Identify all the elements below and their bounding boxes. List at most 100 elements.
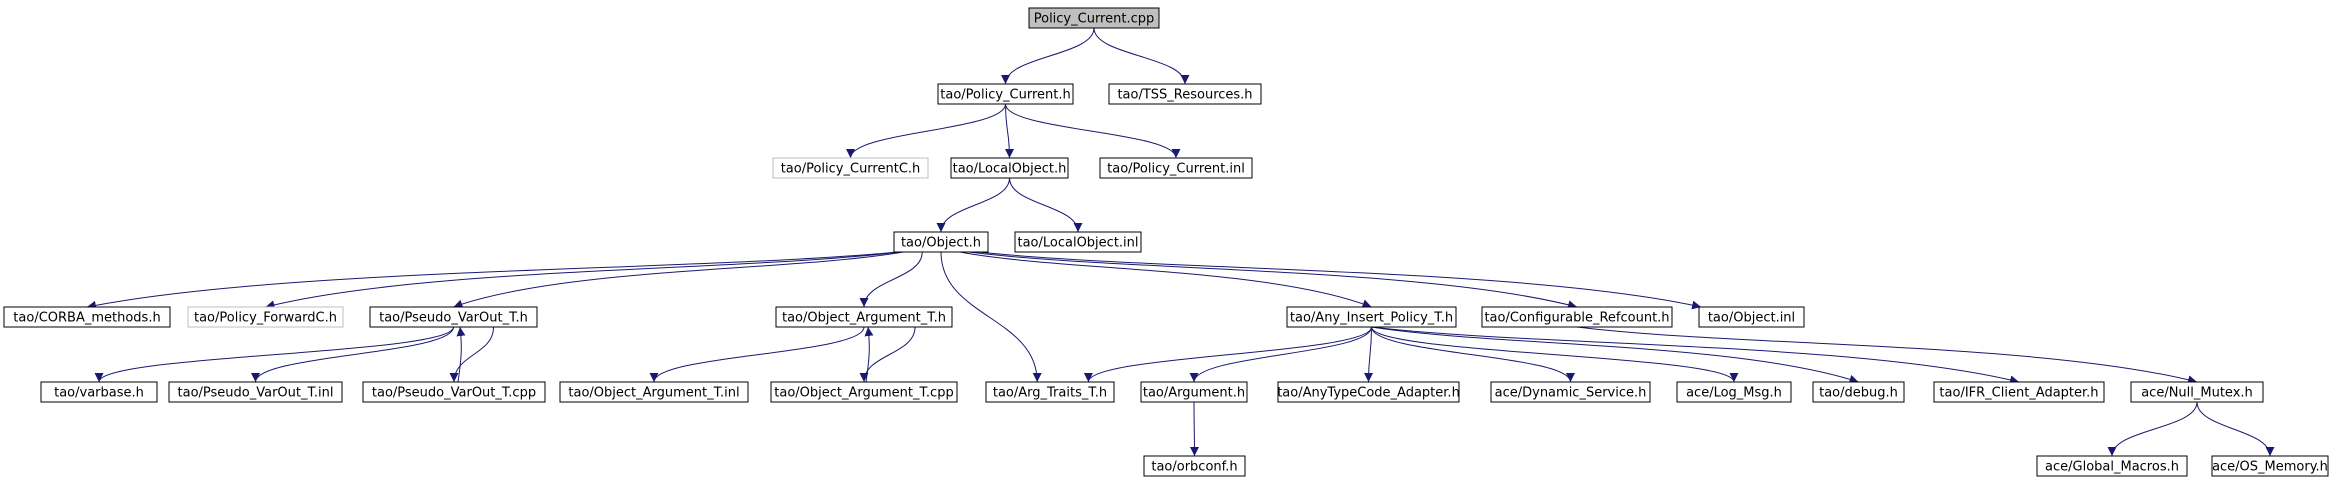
edge-object-argument-t-h-to-object-argument-t-inl bbox=[649, 326, 865, 383]
node-label: ace/Global_Macros.h bbox=[2045, 460, 2179, 475]
node-box bbox=[1014, 231, 1142, 253]
node-policy-forwardc-h: tao/Policy_ForwardC.h bbox=[187, 306, 344, 328]
edge-pseudo-varout-t-h-to-varbase-h bbox=[94, 326, 454, 383]
node-os-memory-h[interactable]: ace/OS_Memory.h bbox=[2211, 455, 2329, 477]
node-anytypecode-adapter-h[interactable]: tao/AnyTypeCode_Adapter.h bbox=[1277, 381, 1460, 403]
node-box bbox=[1108, 83, 1262, 105]
node-box bbox=[40, 381, 158, 403]
node-object-argument-t-inl[interactable]: tao/Object_Argument_T.inl bbox=[559, 381, 749, 403]
edge-object-h-to-object-inl bbox=[978, 251, 1702, 310]
node-label: tao/Object_Argument_T.h bbox=[782, 311, 946, 326]
edge-any-insert-policy-t-h-to-arg-traits-t-h bbox=[1083, 326, 1372, 383]
node-label: tao/Arg_Traits_T.h bbox=[993, 386, 1107, 401]
node-label: tao/orbconf.h bbox=[1151, 460, 1237, 475]
edge-any-insert-policy-t-h-to-dynamic-service-h bbox=[1371, 326, 1575, 383]
node-label: ace/Log_Msg.h bbox=[1686, 386, 1782, 401]
edge-object-h-to-policy-forwardc-h bbox=[265, 251, 900, 310]
node-argument-h[interactable]: tao/Argument.h bbox=[1140, 381, 1248, 403]
node-localobject-inl[interactable]: tao/LocalObject.inl bbox=[1014, 231, 1142, 253]
node-label: tao/Any_Insert_Policy_T.h bbox=[1290, 311, 1453, 326]
node-policy-current-cpp[interactable]: Policy_Current.cpp bbox=[1028, 7, 1160, 29]
node-box bbox=[770, 381, 958, 403]
node-label: ace/OS_Memory.h bbox=[2212, 460, 2328, 475]
edge-any-insert-policy-t-h-to-log-msg-h bbox=[1371, 326, 1739, 383]
node-box bbox=[893, 231, 989, 253]
edge-localobject-h-to-object-h bbox=[936, 177, 1010, 233]
node-box bbox=[2130, 381, 2264, 403]
node-arg-traits-t-h[interactable]: tao/Arg_Traits_T.h bbox=[985, 381, 1115, 403]
node-null-mutex-h[interactable]: ace/Null_Mutex.h bbox=[2130, 381, 2264, 403]
node-label: tao/Policy_Current.inl bbox=[1107, 162, 1245, 177]
node-pseudo-varout-t-h[interactable]: tao/Pseudo_VarOut_T.h bbox=[369, 306, 538, 328]
node-label: tao/Pseudo_VarOut_T.inl bbox=[178, 386, 334, 401]
edge-any-insert-policy-t-h-to-argument-h bbox=[1189, 326, 1372, 383]
node-ifr-client-adapter-h[interactable]: tao/IFR_Client_Adapter.h bbox=[1933, 381, 2105, 403]
node-label: tao/varbase.h bbox=[54, 386, 144, 401]
node-label: tao/Policy_ForwardC.h bbox=[194, 311, 337, 326]
node-box bbox=[1099, 157, 1253, 179]
node-box bbox=[1490, 381, 1651, 403]
node-label: Policy_Current.cpp bbox=[1034, 12, 1155, 27]
edge-policy-current-h-to-policy-currentc-h bbox=[846, 103, 1006, 159]
node-label: tao/Object.h bbox=[901, 236, 981, 251]
node-box bbox=[168, 381, 343, 403]
node-box bbox=[985, 381, 1115, 403]
edge-policy-current-h-to-localobject-h bbox=[1004, 103, 1014, 159]
node-label: tao/Pseudo_VarOut_T.h bbox=[379, 311, 528, 326]
node-object-h[interactable]: tao/Object.h bbox=[893, 231, 989, 253]
edge-localobject-h-to-localobject-inl bbox=[1009, 177, 1083, 233]
node-debug-h[interactable]: tao/debug.h bbox=[1812, 381, 1905, 403]
node-box bbox=[1698, 306, 1805, 328]
node-tss-resources-h[interactable]: tao/TSS_Resources.h bbox=[1108, 83, 1262, 105]
node-box bbox=[3, 306, 171, 328]
edge-null-mutex-h-to-os-memory-h bbox=[2196, 401, 2275, 457]
edges-layer bbox=[86, 27, 2275, 457]
node-pseudo-varout-t-inl[interactable]: tao/Pseudo_VarOut_T.inl bbox=[168, 381, 343, 403]
node-pseudo-varout-t-cpp[interactable]: tao/Pseudo_VarOut_T.cpp bbox=[362, 381, 546, 403]
node-box bbox=[2036, 455, 2188, 477]
node-label: tao/Object.inl bbox=[1708, 311, 1795, 326]
edge-object-h-to-object-argument-t-h bbox=[859, 251, 923, 308]
node-dynamic-service-h[interactable]: ace/Dynamic_Service.h bbox=[1490, 381, 1651, 403]
node-object-argument-t-cpp[interactable]: tao/Object_Argument_T.cpp bbox=[770, 381, 958, 403]
edge-policy-current-h-to-policy-current-inl bbox=[1005, 103, 1181, 159]
node-box bbox=[1286, 306, 1457, 328]
node-localobject-h[interactable]: tao/LocalObject.h bbox=[950, 157, 1069, 179]
node-object-argument-t-h[interactable]: tao/Object_Argument_T.h bbox=[775, 306, 953, 328]
node-box bbox=[1933, 381, 2105, 403]
edge-object-h-to-pseudo-varout-t-h bbox=[453, 251, 904, 309]
edge-argument-h-to-orbconf-h bbox=[1189, 401, 1199, 457]
edge-pseudo-varout-t-h-to-pseudo-varout-t-cpp bbox=[449, 326, 495, 383]
node-label: tao/AnyTypeCode_Adapter.h bbox=[1277, 386, 1460, 401]
node-object-inl[interactable]: tao/Object.inl bbox=[1698, 306, 1805, 328]
node-log-msg-h[interactable]: ace/Log_Msg.h bbox=[1676, 381, 1792, 403]
node-any-insert-policy-t-h[interactable]: tao/Any_Insert_Policy_T.h bbox=[1286, 306, 1457, 328]
node-label: tao/LocalObject.h bbox=[953, 162, 1067, 177]
edge-object-h-to-any-insert-policy-t-h bbox=[959, 251, 1372, 308]
node-label: tao/debug.h bbox=[1819, 386, 1898, 401]
node-varbase-h[interactable]: tao/varbase.h bbox=[40, 381, 158, 403]
node-box bbox=[1481, 306, 1673, 328]
node-policy-current-inl[interactable]: tao/Policy_Current.inl bbox=[1099, 157, 1253, 179]
node-orbconf-h[interactable]: tao/orbconf.h bbox=[1143, 455, 1246, 477]
node-label: tao/Object_Argument_T.inl bbox=[568, 386, 739, 401]
node-label: tao/Object_Argument_T.cpp bbox=[774, 386, 953, 401]
node-configurable-refcount-h[interactable]: tao/Configurable_Refcount.h bbox=[1481, 306, 1673, 328]
node-box bbox=[1277, 381, 1460, 403]
edge-object-h-to-corba-methods-h bbox=[86, 251, 898, 310]
node-global-macros-h[interactable]: ace/Global_Macros.h bbox=[2036, 455, 2188, 477]
edge-any-insert-policy-t-h-to-ifr-client-adapter-h bbox=[1371, 326, 2020, 385]
node-policy-currentc-h: tao/Policy_CurrentC.h bbox=[772, 157, 929, 179]
node-label: tao/Configurable_Refcount.h bbox=[1484, 311, 1669, 326]
edge-null-mutex-h-to-global-macros-h bbox=[2107, 401, 2198, 457]
node-policy-current-h[interactable]: tao/Policy_Current.h bbox=[937, 83, 1074, 105]
node-box bbox=[1028, 7, 1160, 29]
node-corba-methods-h[interactable]: tao/CORBA_methods.h bbox=[3, 306, 171, 328]
node-box bbox=[950, 157, 1069, 179]
edge-object-argument-t-h-to-object-argument-t-cpp bbox=[859, 326, 916, 383]
node-label: tao/Policy_Current.h bbox=[940, 88, 1071, 103]
node-label: tao/Policy_CurrentC.h bbox=[781, 162, 921, 177]
node-label: tao/IFR_Client_Adapter.h bbox=[1939, 386, 2098, 401]
